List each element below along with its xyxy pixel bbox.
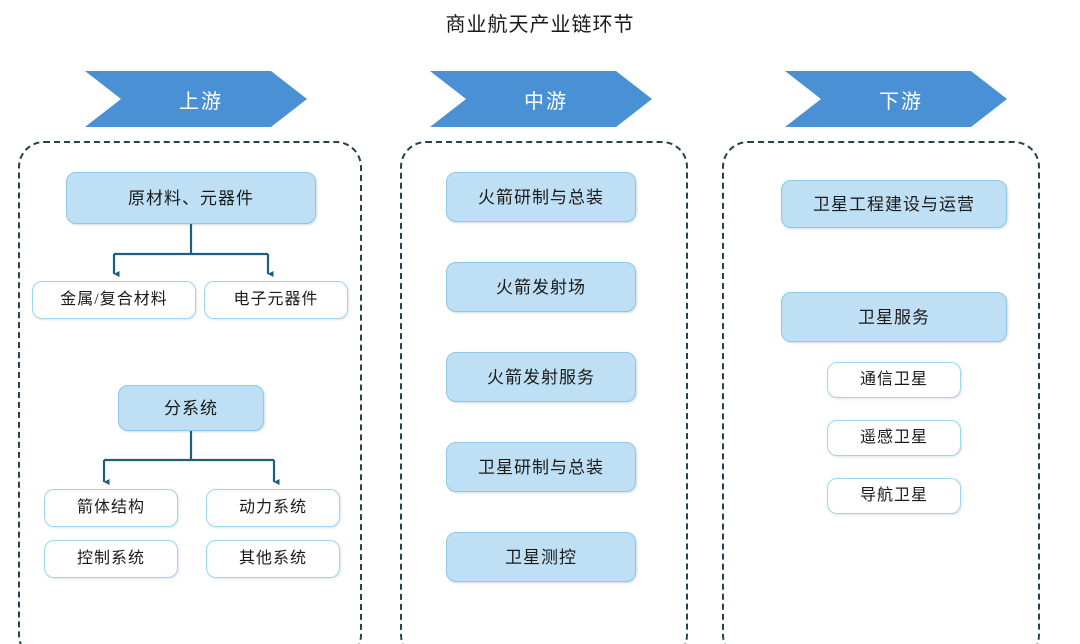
node-satellite-services[interactable]: 卫星服务 [781, 292, 1007, 342]
banner-midstream: 中游 [430, 71, 652, 127]
banner-upstream: 上游 [85, 71, 307, 127]
node-label: 其他系统 [238, 550, 307, 567]
node-label: 箭体结构 [76, 499, 145, 516]
node-label: 通信卫星 [859, 371, 928, 388]
node-label: 火箭研制与总装 [478, 187, 604, 207]
node-electronic-components[interactable]: 电子元器件 [204, 281, 348, 319]
node-label: 卫星工程建设与运营 [813, 194, 975, 214]
node-label: 原材料、元器件 [128, 188, 254, 208]
node-satellite-tracking-control[interactable]: 卫星测控 [446, 532, 636, 582]
node-label: 电子元器件 [233, 291, 319, 308]
node-rocket-launch-site[interactable]: 火箭发射场 [446, 262, 636, 312]
banner-midstream-label: 中游 [524, 90, 568, 113]
group-downstream [722, 141, 1040, 644]
node-metal-composite-materials[interactable]: 金属/复合材料 [32, 281, 196, 319]
page-title: 商业航天产业链环节 [445, 14, 635, 36]
node-raw-materials-components[interactable]: 原材料、元器件 [66, 172, 316, 224]
node-control-system[interactable]: 控制系统 [44, 540, 178, 578]
node-rocket-body-structure[interactable]: 箭体结构 [44, 489, 178, 527]
node-label: 卫星服务 [858, 307, 930, 327]
node-other-systems[interactable]: 其他系统 [206, 540, 340, 578]
node-label: 金属/复合材料 [60, 291, 168, 308]
node-label: 动力系统 [238, 499, 307, 516]
node-label: 火箭发射服务 [487, 367, 595, 387]
node-label: 遥感卫星 [859, 429, 928, 446]
node-label: 卫星测控 [505, 547, 577, 567]
node-label: 火箭发射场 [496, 277, 586, 297]
node-communication-satellite[interactable]: 通信卫星 [827, 362, 961, 398]
node-label: 分系统 [164, 398, 218, 418]
node-propulsion-system[interactable]: 动力系统 [206, 489, 340, 527]
banner-upstream-label: 上游 [179, 90, 223, 113]
node-remote-sensing-satellite[interactable]: 遥感卫星 [827, 420, 961, 456]
node-subsystems[interactable]: 分系统 [118, 385, 264, 431]
banner-downstream-label: 下游 [879, 90, 923, 113]
node-rocket-dev-assembly[interactable]: 火箭研制与总装 [446, 172, 636, 222]
group-upstream [18, 141, 362, 644]
node-satellite-dev-assembly[interactable]: 卫星研制与总装 [446, 442, 636, 492]
node-label: 导航卫星 [859, 487, 928, 504]
node-navigation-satellite[interactable]: 导航卫星 [827, 478, 961, 514]
node-label: 控制系统 [76, 550, 145, 567]
node-label: 卫星研制与总装 [478, 457, 604, 477]
group-midstream [400, 141, 688, 644]
node-satellite-engineering-operations[interactable]: 卫星工程建设与运营 [781, 180, 1007, 228]
node-rocket-launch-service[interactable]: 火箭发射服务 [446, 352, 636, 402]
banner-downstream: 下游 [785, 71, 1007, 127]
